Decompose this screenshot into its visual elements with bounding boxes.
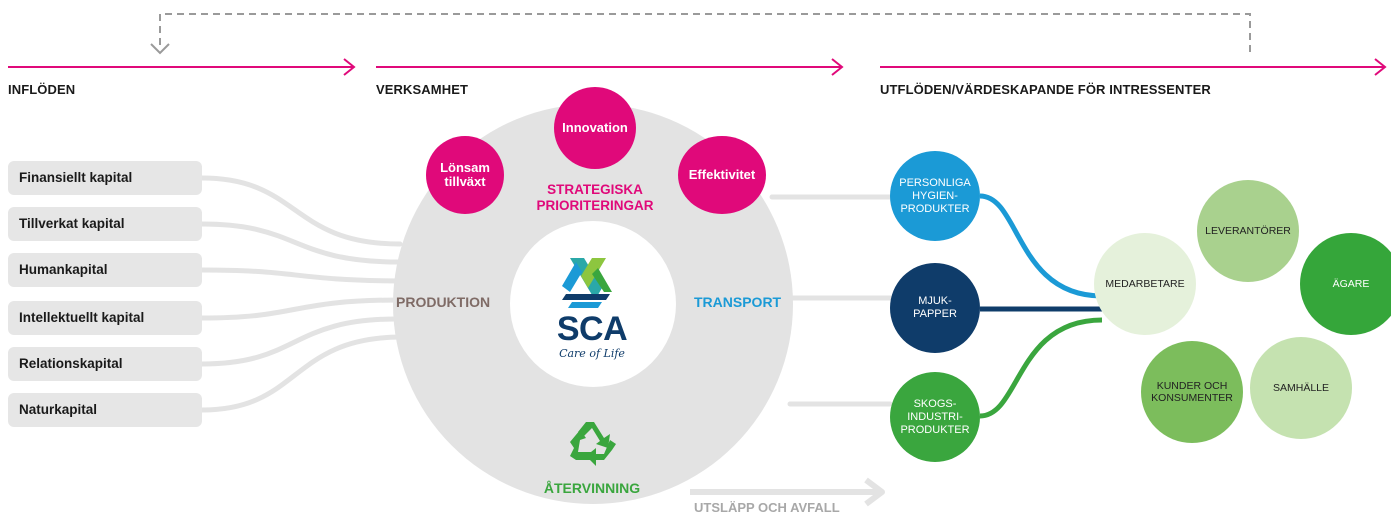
capital-human: Humankapital — [8, 253, 202, 287]
product-forest: SKOGS- INDUSTRI- PRODUKTER — [890, 372, 980, 462]
priority-growth-line1: Lönsam — [440, 160, 490, 175]
operations-header: VERKSAMHET — [376, 82, 469, 97]
product-tissue: MJUK- PAPPER — [890, 263, 980, 353]
emissions-arrow — [690, 477, 885, 507]
product-tissue-line2: PAPPER — [913, 308, 957, 320]
product-forest-line2: INDUSTRI- — [907, 410, 963, 423]
capital-financial: Finansiellt kapital — [8, 161, 202, 195]
product-forest-line1: SKOGS- — [913, 397, 957, 410]
product-tissue-line1: MJUK- — [918, 295, 952, 307]
priority-profitable-growth: Lönsam tillväxt — [426, 136, 504, 214]
stakeholder-customers: KUNDER OCH KONSUMENTER — [1141, 341, 1243, 443]
emissions-label: UTSLÄPP OCH AVFALL — [694, 500, 840, 515]
priority-efficiency: Effektivitet — [678, 136, 766, 214]
logo-circle — [510, 221, 676, 387]
stakeholder-owners: ÄGARE — [1300, 233, 1391, 335]
logo-tagline: Care of Life — [559, 347, 625, 360]
production-label: PRODUKTION — [396, 294, 491, 310]
outflows-header: UTFLÖDEN/VÄRDESKAPANDE FÖR INTRESSENTER — [880, 82, 1211, 97]
capital-manufactured: Tillverkat kapital — [8, 207, 202, 241]
logo-wordmark: SCA — [556, 310, 628, 348]
capital-connectors — [199, 175, 403, 413]
stakeholder-customers-line2: KONSUMENTER — [1151, 392, 1233, 404]
stakeholder-suppliers: LEVERANTÖRER — [1197, 180, 1299, 282]
stakeholder-customers-line1: KUNDER OCH — [1156, 380, 1228, 392]
product-forest-line3: PRODUKTER — [900, 423, 970, 436]
hygiene-line — [979, 193, 1103, 299]
capital-relationship: Relationskapital — [8, 347, 202, 381]
capital-intellectual: Intellektuellt kapital — [8, 301, 202, 335]
priorities-title: STRATEGISKA PRIORITERINGAR — [520, 182, 670, 214]
priorities-title-line1: STRATEGISKA — [547, 182, 643, 197]
priority-growth-line2: tillväxt — [444, 174, 486, 189]
product-hygiene-line1: PERSONLIGA — [899, 176, 971, 189]
product-hygiene-line3: PRODUKTER — [900, 202, 970, 215]
product-hygiene-line2: HYGIEN- — [912, 189, 958, 202]
feedback-arrow-head — [150, 43, 170, 55]
inflows-header: INFLÖDEN — [8, 82, 76, 97]
product-hygiene: PERSONLIGA HYGIEN- PRODUKTER — [890, 151, 980, 241]
transport-label: TRANSPORT — [694, 294, 782, 310]
recycling-label: ÅTERVINNING — [543, 480, 641, 496]
stakeholder-society: SAMHÄLLE — [1250, 337, 1352, 439]
stakeholder-employees: MEDARBETARE — [1094, 233, 1196, 335]
feedback-loop-line — [159, 13, 1251, 52]
capital-natural: Naturkapital — [8, 393, 202, 427]
priorities-title-line2: PRIORITERINGAR — [536, 198, 654, 213]
priority-innovation: Innovation — [554, 87, 636, 169]
forest-line — [979, 317, 1103, 419]
